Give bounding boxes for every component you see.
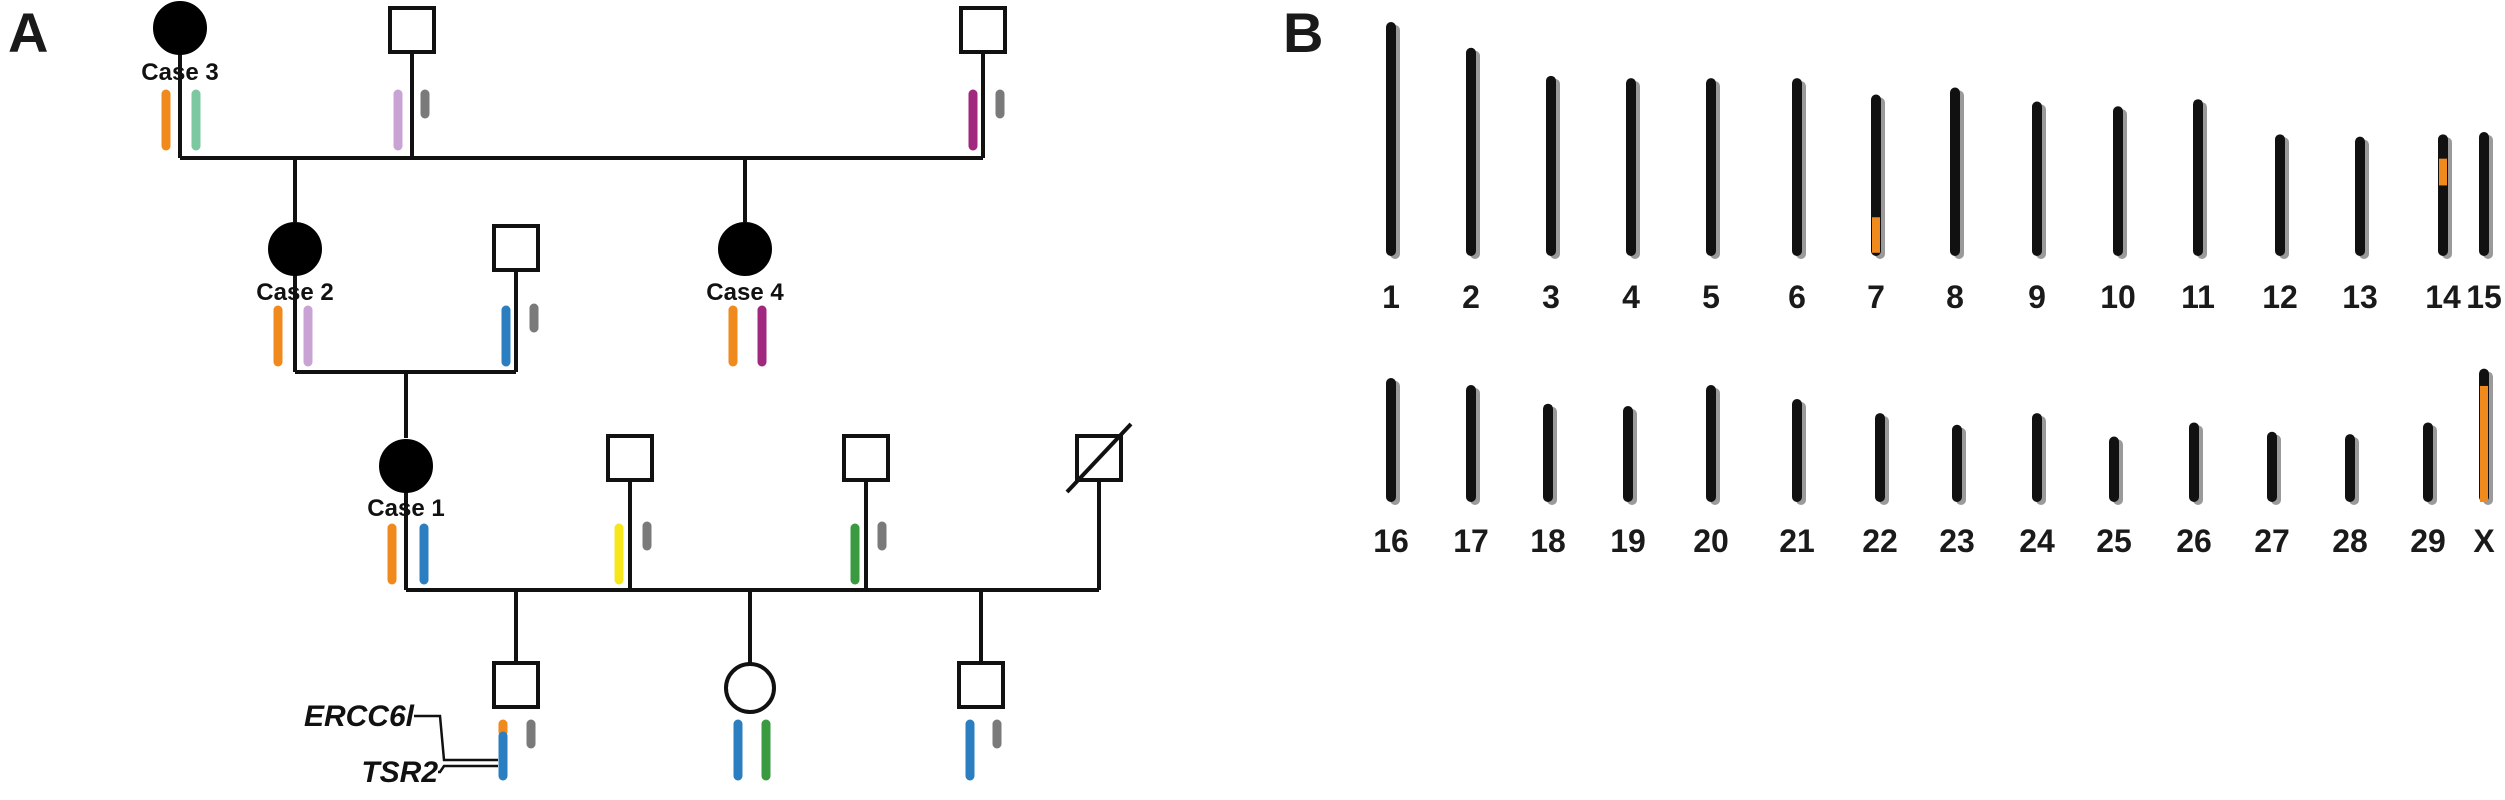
chromosome-label: 29 bbox=[2410, 523, 2446, 559]
chromosome-label: 6 bbox=[1788, 279, 1806, 315]
chromosome-7-highlight bbox=[1872, 217, 1880, 253]
symbol-case3 bbox=[153, 1, 207, 55]
chromosome-label: 4 bbox=[1622, 279, 1640, 315]
chromosome-9 bbox=[2032, 101, 2042, 256]
chromosome-23 bbox=[1952, 424, 1962, 502]
chromosome-label: 16 bbox=[1373, 523, 1409, 559]
chromosome-label: 11 bbox=[2181, 279, 2215, 315]
chromosome-X-highlight bbox=[2480, 385, 2488, 502]
symbol-case4 bbox=[718, 222, 772, 276]
symbol-g3-male-b bbox=[842, 434, 890, 482]
chromosome-label: 15 bbox=[2466, 279, 2502, 315]
symbol-case2 bbox=[268, 222, 322, 276]
chromosome-5 bbox=[1706, 78, 1716, 256]
case-label-case2: Case 2 bbox=[256, 279, 333, 306]
chromosome-24 bbox=[2032, 413, 2042, 502]
chromosome-2 bbox=[1466, 47, 1476, 256]
case-label-case4: Case 4 bbox=[706, 279, 784, 306]
chromosome-label: 1 bbox=[1382, 279, 1400, 315]
chromosome-label: 10 bbox=[2100, 279, 2136, 315]
chromosome-label: 24 bbox=[2019, 523, 2055, 559]
chromosome-13 bbox=[2355, 136, 2365, 256]
chromosome-label: 8 bbox=[1946, 279, 1964, 315]
chromosome-label: 12 bbox=[2262, 279, 2298, 315]
chromosome-28 bbox=[2345, 434, 2355, 502]
chromosome-21 bbox=[1792, 399, 1802, 502]
symbol-g4-daughter bbox=[724, 662, 776, 714]
chromosome-label: 5 bbox=[1702, 279, 1720, 315]
chromosome-6 bbox=[1792, 78, 1802, 256]
chromosome-label: 17 bbox=[1453, 523, 1489, 559]
chromosome-11 bbox=[2193, 99, 2203, 256]
chromosome-label: 18 bbox=[1530, 523, 1566, 559]
chromosome-25 bbox=[2109, 436, 2119, 502]
chromosome-15 bbox=[2479, 131, 2489, 256]
chromosome-label: 20 bbox=[1693, 523, 1729, 559]
gene-label-tsr2: TSR2 bbox=[361, 756, 438, 789]
case-label-case3: Case 3 bbox=[141, 59, 218, 86]
chromosome-label: 28 bbox=[2332, 523, 2368, 559]
panel-label-a: A bbox=[8, 1, 48, 64]
chromosome-label: 3 bbox=[1542, 279, 1560, 315]
chromosome-1 bbox=[1386, 22, 1396, 256]
case-label-case1: Case 1 bbox=[367, 495, 444, 522]
chromosome-label: 25 bbox=[2096, 523, 2132, 559]
chromosome-8 bbox=[1950, 87, 1960, 257]
chromosome-label: 7 bbox=[1867, 279, 1885, 315]
chromosome-29 bbox=[2423, 422, 2433, 502]
chromosome-20 bbox=[1706, 385, 1716, 502]
chromosome-16 bbox=[1386, 377, 1396, 502]
panel-label-b: B bbox=[1283, 1, 1323, 64]
chromosome-4 bbox=[1626, 78, 1636, 256]
chromosome-12 bbox=[2275, 134, 2285, 256]
chromosome-22 bbox=[1875, 413, 1885, 502]
chromosome-label: 19 bbox=[1610, 523, 1646, 559]
chromosome-label: 22 bbox=[1862, 523, 1898, 559]
pedigree: Case 3 Case 2 Case 4 Case 1 bbox=[141, 1, 1133, 789]
chromosome-19 bbox=[1623, 406, 1633, 502]
gene-pointers: ERCC6l TSR2 bbox=[304, 700, 498, 789]
chromosome-label: X bbox=[2473, 523, 2495, 559]
symbol-g1-male-b bbox=[959, 6, 1007, 54]
symbol-g4-son-b bbox=[957, 661, 1005, 709]
pedigree-symbols bbox=[153, 1, 1133, 714]
chromosome-7 bbox=[1871, 94, 1881, 256]
chromosome-27 bbox=[2267, 431, 2277, 502]
chromosome-label: 14 bbox=[2425, 279, 2461, 315]
chromosome-3 bbox=[1546, 75, 1556, 256]
symbol-g2-male bbox=[492, 224, 540, 272]
haplotype-bars bbox=[161, 89, 1005, 781]
chromosome-14-highlight bbox=[2439, 158, 2447, 186]
chromosome-label: 27 bbox=[2254, 523, 2290, 559]
chromosome-label: 13 bbox=[2342, 279, 2378, 315]
chromosome-26 bbox=[2189, 422, 2199, 502]
symbol-case1 bbox=[379, 439, 433, 493]
symbol-g1-male-a bbox=[388, 6, 436, 54]
chromosome-17 bbox=[1466, 385, 1476, 502]
deceased-slash bbox=[1065, 422, 1133, 494]
chromosome-label: 21 bbox=[1779, 523, 1815, 559]
symbol-g4-son-a bbox=[492, 661, 540, 709]
pointer-line-tsr2 bbox=[438, 764, 498, 774]
chromosome-14 bbox=[2438, 134, 2448, 256]
pedigree-lines bbox=[178, 42, 1101, 663]
gene-label-ercc6l: ERCC6l bbox=[304, 700, 415, 733]
chromosome-10 bbox=[2113, 106, 2123, 257]
chromosome-label: 2 bbox=[1462, 279, 1480, 315]
chromosome-label: 9 bbox=[2028, 279, 2046, 315]
pointer-line-ercc6l bbox=[414, 714, 498, 762]
symbol-g3-male-a bbox=[606, 434, 654, 482]
chromosome-label: 23 bbox=[1939, 523, 1975, 559]
chromosome-label: 26 bbox=[2176, 523, 2212, 559]
chromosome-18 bbox=[1543, 403, 1553, 502]
